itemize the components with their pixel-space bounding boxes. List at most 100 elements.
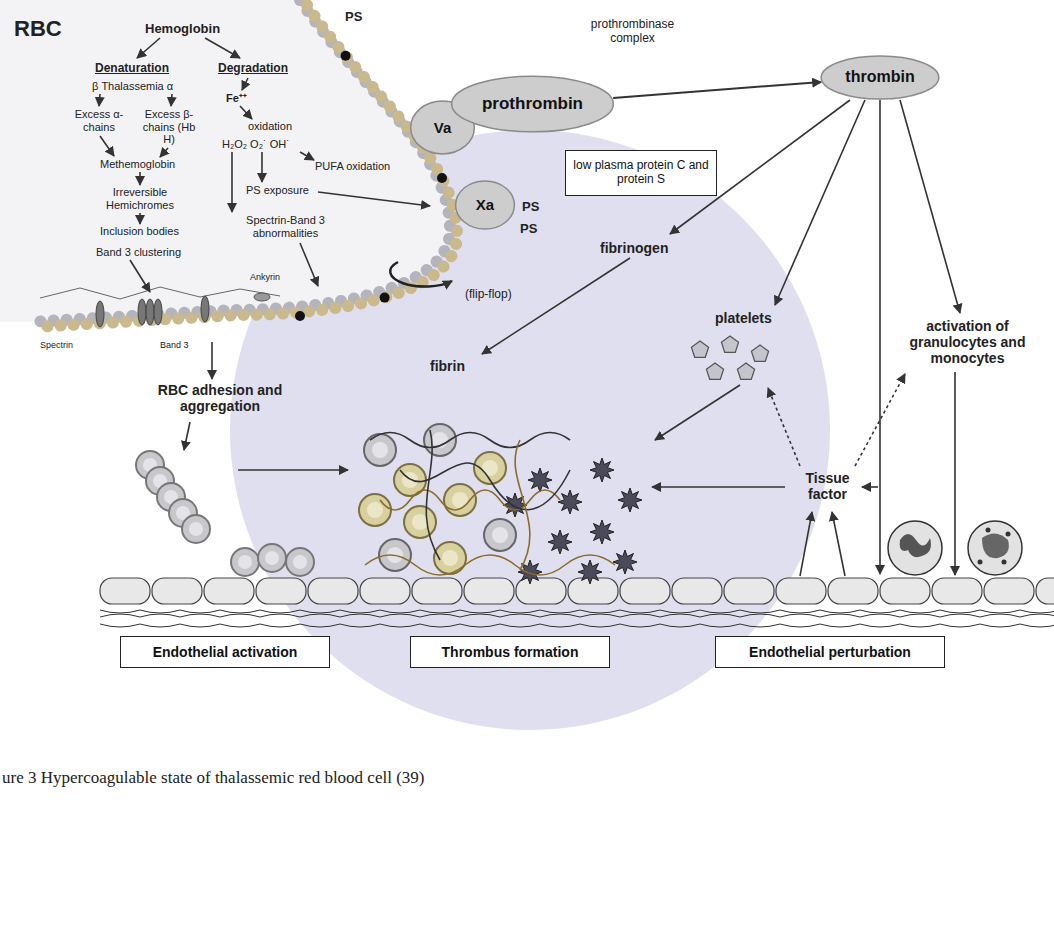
label: β Thalassemia α bbox=[92, 80, 173, 93]
arrow bbox=[231, 152, 233, 212]
label: Band 3 bbox=[160, 340, 189, 350]
figure-caption: ure 3 Hypercoagulable state of thalassem… bbox=[2, 768, 424, 788]
arrow bbox=[775, 100, 865, 305]
red-cell-center bbox=[293, 555, 307, 569]
label: Fe⁺⁺ bbox=[226, 92, 247, 105]
activated-platelet bbox=[518, 560, 542, 584]
label: Hemoglobin bbox=[145, 22, 220, 37]
endothelial-cell bbox=[932, 578, 982, 604]
membrane-outer-leaflet bbox=[37, 5, 457, 327]
label: PS bbox=[522, 200, 539, 215]
dotted-arrow bbox=[855, 374, 905, 466]
basement-fiber bbox=[100, 610, 1054, 613]
endothelial-cell bbox=[568, 578, 618, 604]
endothelial-cell bbox=[256, 578, 306, 604]
red-cell bbox=[404, 506, 436, 538]
node-text: Endothelial perturbation bbox=[749, 644, 911, 660]
endothelial-cell bbox=[412, 578, 462, 604]
label: Tissue factor bbox=[790, 470, 865, 502]
ps-dot bbox=[437, 173, 447, 183]
platelet bbox=[737, 363, 754, 379]
endothelial-cell bbox=[828, 578, 878, 604]
arrow bbox=[879, 100, 881, 574]
red-cell bbox=[182, 515, 210, 543]
arrow bbox=[240, 106, 252, 119]
platelet bbox=[706, 363, 723, 379]
ellipse-shape bbox=[452, 76, 614, 132]
monocyte-granule bbox=[978, 560, 983, 565]
endothelial-cell bbox=[308, 578, 358, 604]
platelet bbox=[721, 336, 738, 352]
arrow bbox=[100, 136, 114, 156]
label: PS exposure bbox=[246, 184, 309, 197]
arrow bbox=[137, 38, 160, 58]
node-text: prothrombin bbox=[482, 94, 583, 114]
arrow bbox=[652, 486, 785, 488]
fibrin-strand bbox=[515, 440, 530, 570]
red-cell bbox=[484, 519, 516, 551]
monocyte-granule bbox=[986, 528, 991, 533]
red-cell-center bbox=[189, 522, 203, 536]
endothelial-cell bbox=[620, 578, 670, 604]
endothelial-cell bbox=[152, 578, 202, 604]
activated-platelet bbox=[613, 550, 637, 574]
label: Degradation bbox=[218, 62, 288, 76]
arrow bbox=[832, 512, 845, 576]
label: PS bbox=[345, 10, 362, 25]
activated-platelet bbox=[590, 458, 614, 482]
node-text: Endothelial activation bbox=[153, 644, 298, 660]
red-cell bbox=[364, 434, 396, 466]
band3-protein bbox=[138, 299, 146, 325]
label: RBC adhesion and aggregation bbox=[150, 382, 290, 414]
fibrin-strand bbox=[380, 490, 560, 510]
node-text: low plasma protein C and protein S bbox=[573, 159, 709, 187]
label: platelets bbox=[715, 310, 772, 326]
arrow bbox=[238, 469, 348, 471]
monocyte-granule bbox=[1006, 532, 1011, 537]
endothelial-cell bbox=[724, 578, 774, 604]
fibrin-strand bbox=[370, 433, 570, 448]
arrow bbox=[300, 243, 318, 286]
ankyrin-protein bbox=[254, 293, 270, 301]
ellipse-shape bbox=[456, 181, 515, 229]
basement-fiber bbox=[100, 614, 1054, 617]
arrow bbox=[184, 422, 190, 450]
red-cell-center bbox=[367, 502, 383, 518]
activated-platelet bbox=[590, 520, 614, 544]
node-text: Va bbox=[434, 119, 452, 136]
activated-platelet bbox=[578, 560, 602, 584]
text-box: Endothelial perturbation bbox=[715, 636, 945, 668]
red-cell bbox=[359, 494, 391, 526]
band3-protein bbox=[146, 299, 154, 325]
dotted-arrow bbox=[768, 388, 800, 466]
arrow bbox=[171, 94, 172, 106]
band3-protein bbox=[154, 299, 162, 325]
platelet bbox=[691, 341, 708, 357]
ps-dot bbox=[295, 311, 305, 321]
platelet bbox=[751, 345, 768, 361]
band3-protein bbox=[201, 296, 209, 322]
ps-dot bbox=[341, 51, 351, 61]
label: (flip-flop) bbox=[465, 288, 512, 302]
arrow bbox=[300, 152, 314, 160]
arrow bbox=[800, 512, 812, 576]
endothelial-cell bbox=[464, 578, 514, 604]
node-text: thrombin bbox=[845, 68, 914, 86]
red-cell bbox=[258, 544, 286, 572]
flip-flop-arrow bbox=[390, 262, 452, 287]
label: Ankyrin bbox=[250, 272, 280, 282]
granulocyte-nucleus bbox=[900, 534, 931, 557]
activated-platelet bbox=[548, 530, 572, 554]
endothelial-cell bbox=[100, 578, 150, 604]
arrow bbox=[130, 260, 150, 292]
endothelial-cell bbox=[360, 578, 410, 604]
arrow bbox=[655, 385, 740, 440]
monocyte-nucleus bbox=[982, 533, 1009, 558]
label: Inclusion bodies bbox=[100, 225, 179, 238]
activated-platelet bbox=[528, 468, 552, 492]
ellipse-node: Xa bbox=[455, 180, 515, 230]
arrow bbox=[954, 372, 956, 575]
fibrin-strand bbox=[426, 430, 440, 560]
